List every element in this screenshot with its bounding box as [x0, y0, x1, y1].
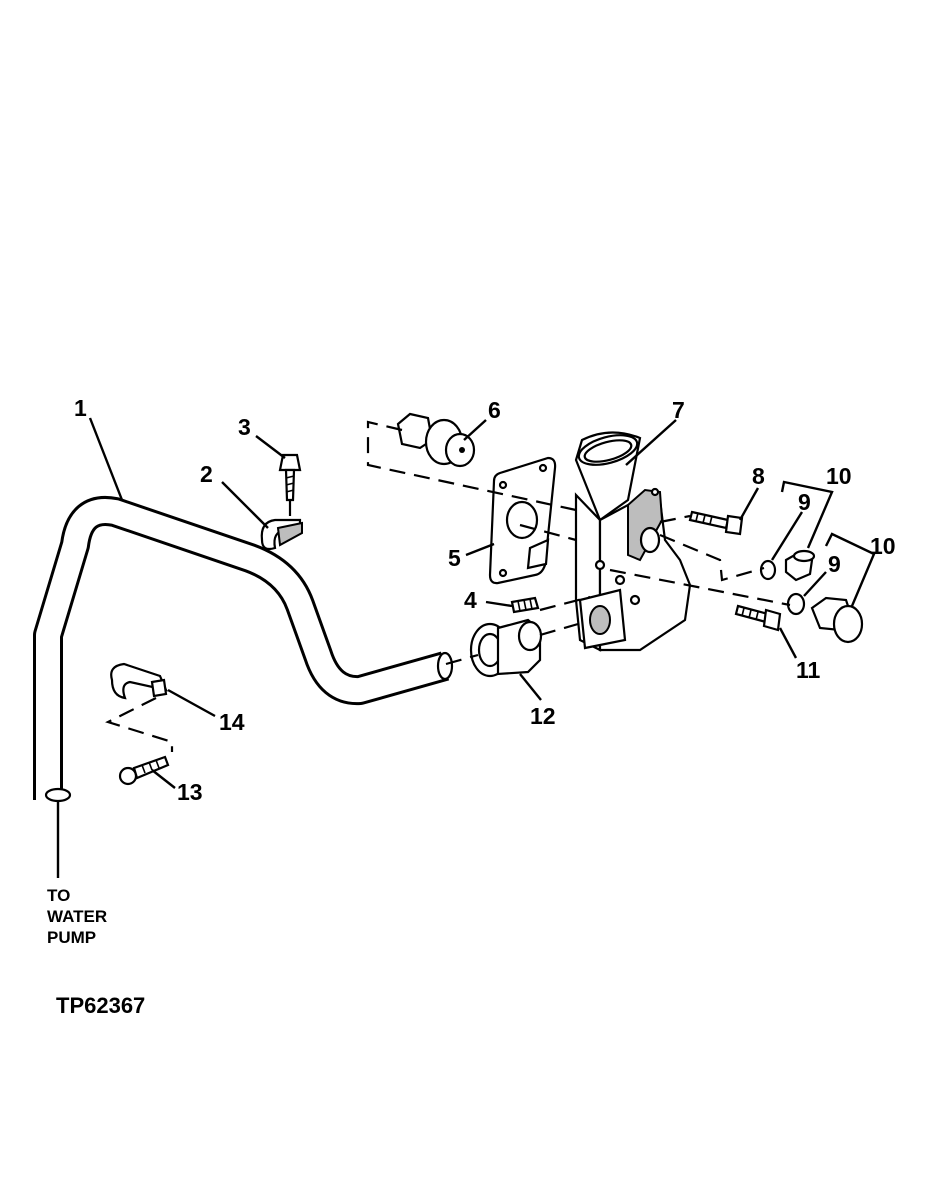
callout-3: 3: [238, 414, 251, 440]
o-ring-part-9-upper: [759, 559, 777, 581]
assembly-guide-lines: [105, 420, 791, 752]
leader-lines: [56, 417, 876, 878]
callout-10-lower: 10: [870, 533, 896, 559]
callout-1: 1: [74, 395, 87, 421]
cap-screw-part-8: [688, 510, 744, 536]
gasket-part-5: [488, 456, 557, 585]
note-line-1: TO: [47, 886, 70, 905]
cap-screw-part-3: [278, 453, 302, 520]
thermostat-part-12: [469, 618, 543, 678]
callout-8: 8: [752, 463, 765, 489]
callout-6: 6: [488, 397, 501, 423]
figure-id: TP62367: [56, 993, 145, 1018]
callout-5: 5: [448, 545, 461, 571]
note-line-2: WATER: [47, 907, 107, 926]
clamp-part-2: [260, 518, 303, 551]
plug-part-4: [510, 596, 540, 614]
callout-7: 7: [672, 397, 685, 423]
callout-13: 13: [177, 779, 203, 805]
clamp-part-14: [110, 662, 168, 700]
fitting-part-10-upper: [784, 549, 816, 582]
cap-screw-part-13: [118, 755, 170, 786]
sender-part-6: [396, 412, 476, 468]
o-ring-part-9-lower: [786, 592, 806, 616]
callout-12: 12: [530, 703, 556, 729]
callout-9-lower: 9: [828, 551, 841, 577]
callout-14: 14: [219, 709, 245, 735]
plug-part-10-lower: [810, 596, 864, 644]
note-line-3: PUMP: [47, 928, 96, 947]
callout-10-upper: 10: [826, 463, 852, 489]
callout-4: 4: [464, 587, 477, 613]
callout-2: 2: [200, 461, 213, 487]
housing-part-7: [574, 431, 692, 652]
hose-part-1: [33, 496, 454, 803]
callout-11: 11: [796, 657, 821, 683]
callout-9-upper: 9: [798, 489, 811, 515]
cap-screw-part-11: [734, 604, 782, 632]
